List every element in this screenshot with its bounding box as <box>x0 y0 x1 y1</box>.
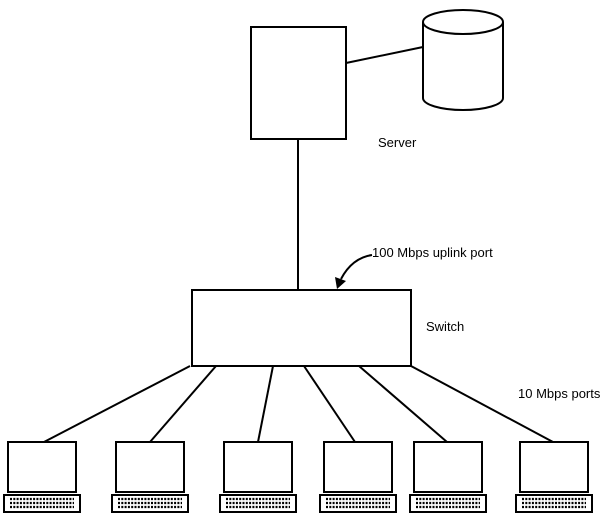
laptop-icon <box>111 441 189 513</box>
port-link <box>149 365 217 443</box>
ports-label: 10 Mbps ports <box>518 386 600 401</box>
port-link <box>303 365 356 443</box>
port-links <box>43 365 554 443</box>
port-link <box>410 365 554 443</box>
laptop-base <box>409 494 487 513</box>
switch-label: Switch <box>426 319 464 334</box>
laptop-screen <box>323 441 393 493</box>
laptop-icon <box>515 441 593 513</box>
database-cylinder-icon <box>422 9 504 111</box>
laptop-screen <box>413 441 483 493</box>
laptop-icon <box>409 441 487 513</box>
laptop-icon <box>3 441 81 513</box>
laptop-screen <box>115 441 185 493</box>
uplink-arrow <box>340 254 373 280</box>
uplink-arrowhead-icon <box>335 277 346 289</box>
server-label: Server <box>378 135 417 150</box>
laptop-icon <box>319 441 397 513</box>
laptop-base <box>515 494 593 513</box>
laptop-base <box>3 494 81 513</box>
laptop-base <box>219 494 297 513</box>
server-database-link <box>345 46 424 64</box>
port-link <box>43 365 191 443</box>
port-link <box>257 365 274 443</box>
laptop-screen <box>519 441 589 493</box>
laptops <box>3 441 593 513</box>
server-box <box>250 26 347 140</box>
laptop-screen <box>7 441 77 493</box>
laptop-base <box>319 494 397 513</box>
laptop-icon <box>219 441 297 513</box>
laptop-base <box>111 494 189 513</box>
switch-box <box>191 289 412 367</box>
uplink-label: 100 Mbps uplink port <box>372 245 493 260</box>
laptop-screen <box>223 441 293 493</box>
port-link <box>358 365 448 443</box>
